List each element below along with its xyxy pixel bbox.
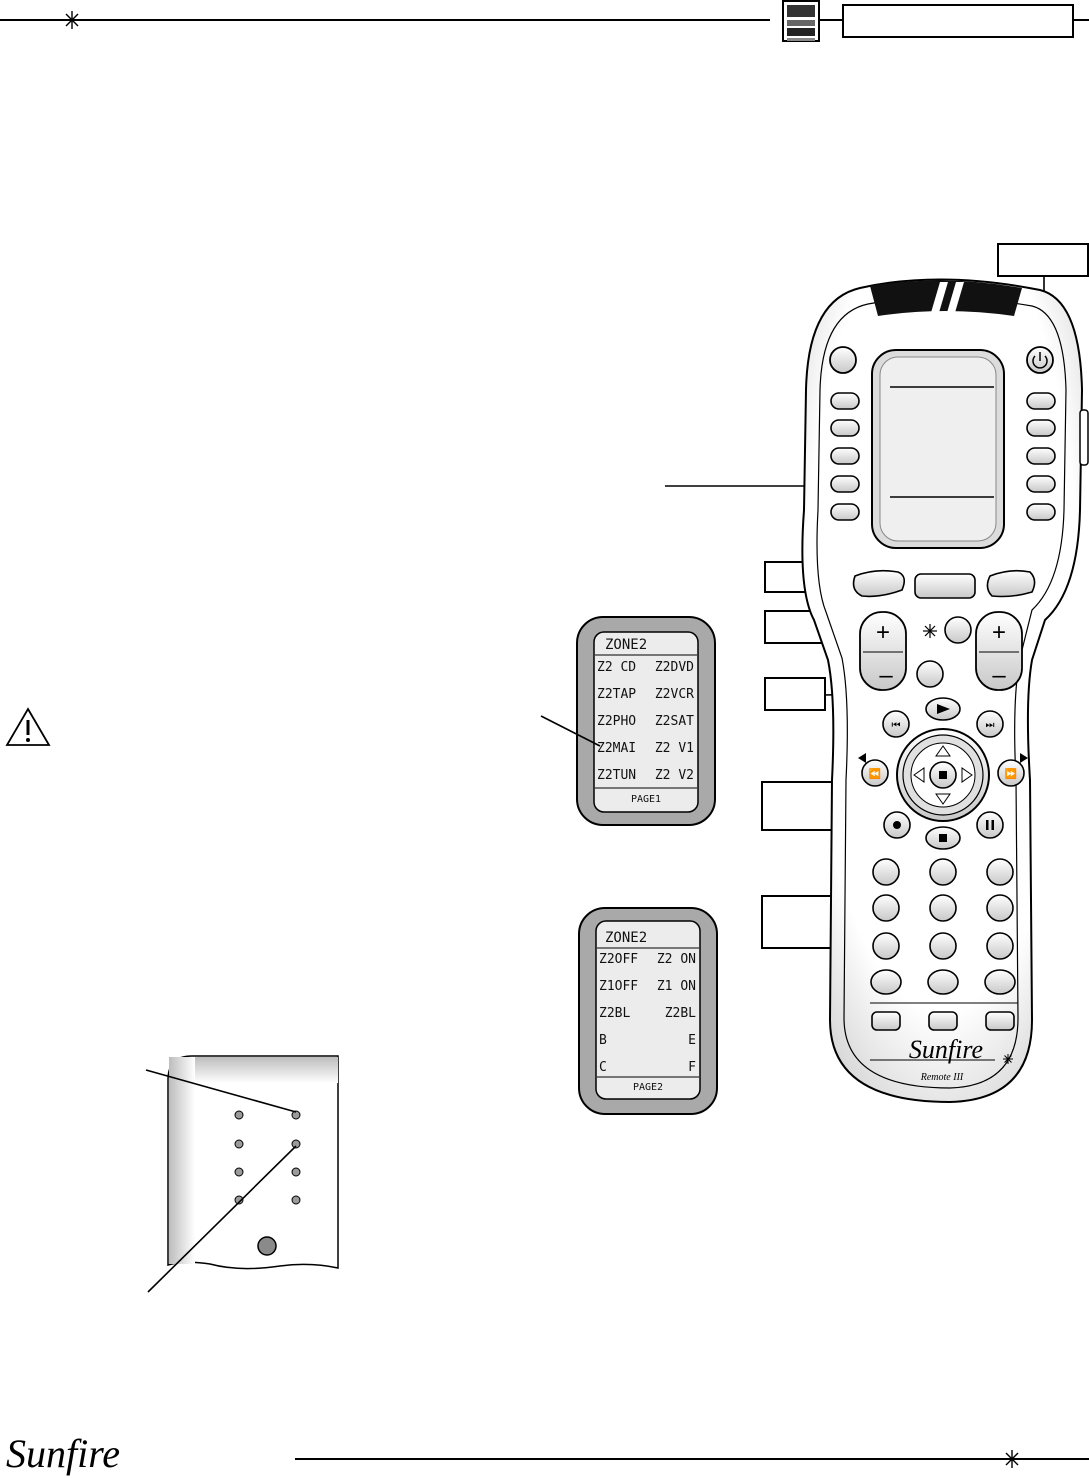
menu-left-button xyxy=(852,569,906,598)
screen-softkey-label-left: Z2PHO xyxy=(597,714,636,729)
nav-right-icon xyxy=(961,767,973,783)
screen-softkey-label-left: B xyxy=(599,1033,607,1048)
keypad-bottom-button-1[interactable] xyxy=(870,969,902,995)
screen-softkey-label-right: Z2 V2 xyxy=(655,768,694,783)
screen-softkey-label-left: Z2MAI xyxy=(597,741,636,756)
soft-key-right-3[interactable] xyxy=(1026,447,1056,465)
remote-brand-logo: Sunfire xyxy=(909,1035,983,1064)
svg-text:⏪: ⏪ xyxy=(869,767,881,780)
bottom-left-button xyxy=(871,1011,901,1031)
power-icon xyxy=(1032,352,1048,369)
keypad-button-5[interactable] xyxy=(929,894,957,922)
soft-key-right-5[interactable] xyxy=(1026,503,1056,521)
svg-text:–: – xyxy=(992,662,1006,689)
header-label-box xyxy=(842,4,1074,38)
screen-softkey-label-right: Z1 ON xyxy=(657,979,696,994)
screen-softkey-label-left: Z2 CD xyxy=(597,660,636,675)
bottom-right-button xyxy=(985,1011,1015,1031)
svg-text:⏭: ⏭ xyxy=(986,720,995,731)
screen-softkey-label-left: Z2TUN xyxy=(597,768,636,783)
panel-corner-illustration xyxy=(145,1055,339,1293)
menu-right-button xyxy=(986,569,1036,598)
svg-text:⏩: ⏩ xyxy=(1005,767,1017,780)
remote-model-label: Remote III xyxy=(920,1072,964,1083)
volume-rocker xyxy=(859,611,907,691)
channel-rocker xyxy=(975,611,1023,691)
remote-control: + – + – ⏮ ⏭ ⏪ ⏩ Sunfire Remote xyxy=(801,278,1089,1104)
screen-softkey-label-right: Z2 ON xyxy=(657,952,696,967)
keypad-button-6[interactable] xyxy=(986,894,1014,922)
screen-softkey-label-left: Z2BL xyxy=(599,1006,630,1021)
skip-forward-button xyxy=(976,710,1004,738)
soft-key-left-4[interactable] xyxy=(830,475,860,493)
nav-down-icon xyxy=(935,793,951,805)
lcd-screen-page2: ZONE2 Z2OFF Z2 ON Z1OFF Z1 ON Z2BL Z2BL B E C F P… xyxy=(578,907,718,1115)
keypad-button-1[interactable] xyxy=(872,858,900,886)
sparkle-icon xyxy=(1003,1054,1013,1064)
sparkle-icon xyxy=(923,624,937,638)
nav-up-icon xyxy=(935,745,951,757)
keypad-button-2[interactable] xyxy=(929,858,957,886)
sparkle-icon xyxy=(1003,1450,1021,1468)
footer-rule xyxy=(295,1450,1089,1468)
callout-mute-box xyxy=(764,677,826,711)
screen-softkey-label-right: Z2 V1 xyxy=(655,741,694,756)
soft-key-right-4[interactable] xyxy=(1026,475,1056,493)
sparkle-icon xyxy=(63,11,81,29)
keypad-button-7[interactable] xyxy=(872,932,900,960)
ir-emitter-icon xyxy=(930,282,964,316)
skip-back-button xyxy=(882,710,910,738)
svg-text:⏮: ⏮ xyxy=(892,720,901,731)
soft-key-left-1[interactable] xyxy=(830,392,860,410)
svg-text:–: – xyxy=(879,662,893,689)
prev-channel-button xyxy=(944,616,972,644)
nav-left-icon xyxy=(913,767,925,783)
mute-button xyxy=(916,660,944,688)
soft-key-left-3[interactable] xyxy=(830,447,860,465)
screen-softkey-label-right: F xyxy=(688,1060,696,1075)
soft-key-right-1[interactable] xyxy=(1026,392,1056,410)
keypad-button-8[interactable] xyxy=(929,932,957,960)
svg-text:+: + xyxy=(876,619,890,646)
menu-center-button xyxy=(914,573,976,599)
warning-icon xyxy=(5,707,51,746)
keypad-button-4[interactable] xyxy=(872,894,900,922)
screen-softkey-label-right: Z2VCR xyxy=(655,687,694,702)
bottom-center-button xyxy=(928,1011,958,1031)
screen-softkey-label-right: Z2DVD xyxy=(655,660,694,675)
rewind-button xyxy=(861,759,889,787)
screen-footer: PAGE1 xyxy=(631,794,661,805)
keypad-bottom-button-3[interactable] xyxy=(984,969,1016,995)
svg-text:+: + xyxy=(992,619,1006,646)
screen-softkey-label-right: Z2SAT xyxy=(655,714,694,729)
footer-brand-logo: Sunfire xyxy=(6,1431,121,1476)
callout-power-box xyxy=(997,243,1089,277)
soft-key-left-5[interactable] xyxy=(830,503,860,521)
screen-title: ZONE2 xyxy=(605,637,647,653)
screen-softkey-label-right: E xyxy=(688,1033,696,1048)
screen-softkey-label-left: Z2OFF xyxy=(599,952,638,967)
screen-softkey-label-left: C xyxy=(599,1060,607,1075)
screen-softkey-label-right: Z2BL xyxy=(665,1006,696,1021)
keypad-bottom-button-2[interactable] xyxy=(927,969,959,995)
screen-softkey-label-left: Z1OFF xyxy=(599,979,638,994)
ir-sensor-icon xyxy=(257,1236,277,1256)
dts-dolby-logo-icon xyxy=(782,0,820,42)
lcd-screen-page1: ZONE2 Z2 CD Z2DVD Z2TAP Z2VCR Z2PHO Z2SAT Z2MA… xyxy=(576,616,716,826)
screen-footer: PAGE2 xyxy=(633,1082,663,1093)
light-button xyxy=(829,346,857,374)
soft-key-right-2[interactable] xyxy=(1026,419,1056,437)
keypad-button-9[interactable] xyxy=(986,932,1014,960)
fast-forward-button xyxy=(997,759,1025,787)
screen-softkey-label-left: Z2TAP xyxy=(597,687,636,702)
screen-title: ZONE2 xyxy=(605,930,647,946)
pause-button xyxy=(976,811,1004,839)
keypad-button-3[interactable] xyxy=(986,858,1014,886)
header-rule xyxy=(0,11,1089,29)
soft-key-left-2[interactable] xyxy=(830,419,860,437)
